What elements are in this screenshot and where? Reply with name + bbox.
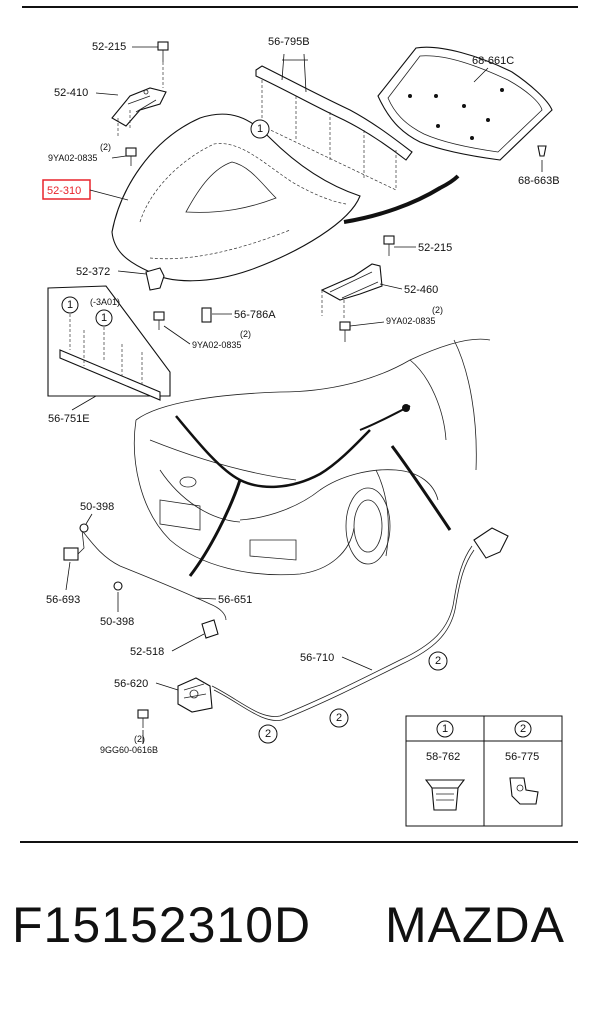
legend-col1-num: 1 (436, 720, 454, 738)
hood-seal-strip (255, 65, 413, 191)
label-9ya-right-qty: (2) (432, 305, 443, 315)
hood-hinge-left (111, 87, 167, 136)
hood-latch (177, 677, 213, 713)
label-9ya-top-qty: (2) (100, 142, 111, 152)
label-56-795b: 56-795B (268, 36, 310, 48)
release-cable-56-710 (211, 527, 509, 721)
cable-lower-right (390, 445, 452, 531)
bumper-56-786a (201, 307, 212, 323)
bolt-9ya-right (339, 321, 351, 342)
svg-text:2: 2 (435, 655, 441, 667)
label-68-661c: 68-661C (472, 55, 514, 67)
secondary-cable (63, 527, 227, 621)
label-9ya-mid-qty: (2) (240, 329, 251, 339)
label-56-651: 56-651 (218, 594, 252, 606)
label-9ya-mid: 9YA02-0835 (192, 340, 241, 350)
label-52-215-right: 52-215 (418, 242, 452, 254)
grommet-50-398 (79, 523, 123, 591)
bolt-52-215-top (157, 41, 169, 88)
latch-striker (201, 619, 219, 639)
svg-text:2: 2 (520, 723, 526, 735)
clip-56-775-icon (509, 777, 539, 805)
bolt-9ya-mid (153, 311, 165, 330)
label-52-410: 52-410 (54, 87, 88, 99)
clip-68-663b (537, 145, 547, 157)
legend-col2-num: 2 (514, 720, 532, 738)
svg-text:2: 2 (265, 728, 271, 740)
legend-table: 1 2 58-762 56-775 (405, 715, 563, 827)
label-56-786a: 56-786A (234, 309, 276, 321)
brand-name: MAZDA (385, 897, 565, 953)
highlight-box (42, 179, 91, 200)
label-50-398-bottom: 50-398 (100, 616, 134, 628)
label-9ya-top: 9YA02-0835 (48, 153, 97, 163)
label-52-372: 52-372 (76, 266, 110, 278)
label-52-310: 52-310 (47, 185, 81, 197)
hood-release-cable (175, 415, 371, 489)
callout-1-c: 1 (95, 309, 113, 327)
label-3a01: (-3A01) (90, 297, 120, 307)
legend-col2-part: 56-775 (505, 751, 539, 763)
svg-text:1: 1 (101, 312, 107, 324)
vehicle-body (133, 338, 491, 576)
clip-58-762-icon (424, 779, 466, 811)
label-9gg: 9GG60-0616B (100, 745, 158, 755)
hood-panel (111, 113, 361, 282)
hood-insulator (377, 46, 553, 161)
callout-2-b: 2 (329, 708, 349, 728)
label-56-693: 56-693 (46, 594, 80, 606)
svg-text:1: 1 (442, 723, 448, 735)
svg-text:1: 1 (257, 123, 263, 135)
svg-text:1: 1 (67, 299, 73, 311)
legend-col1-part: 58-762 (426, 751, 460, 763)
label-56-620: 56-620 (114, 678, 148, 690)
hood-hinge-right (320, 263, 383, 318)
label-9gg-qty: (2) (134, 734, 145, 744)
label-56-710: 56-710 (300, 652, 334, 664)
callout-1-b: 1 (61, 296, 79, 314)
label-68-663b: 68-663B (518, 175, 560, 187)
label-50-398-top: 50-398 (80, 501, 114, 513)
callout-2-a: 2 (428, 651, 448, 671)
bolt-9ya-top (125, 147, 137, 166)
cable-lower-left (188, 479, 242, 577)
callout-2-c: 2 (258, 724, 278, 744)
hood-stopper (145, 267, 165, 291)
bolt-9gg (137, 709, 149, 728)
callout-1-a: 1 (250, 119, 270, 139)
svg-text:2: 2 (336, 712, 342, 724)
label-52-460: 52-460 (404, 284, 438, 296)
front-seal (343, 174, 460, 224)
bolt-52-215-right (383, 235, 395, 256)
part-number-code: F15152310D (12, 897, 312, 953)
label-9ya-right: 9YA02-0835 (386, 316, 435, 326)
label-52-518: 52-518 (130, 646, 164, 658)
label-52-215-top: 52-215 (92, 41, 126, 53)
label-56-751e: 56-751E (48, 413, 90, 425)
seal-panel-56-751e (47, 285, 171, 401)
